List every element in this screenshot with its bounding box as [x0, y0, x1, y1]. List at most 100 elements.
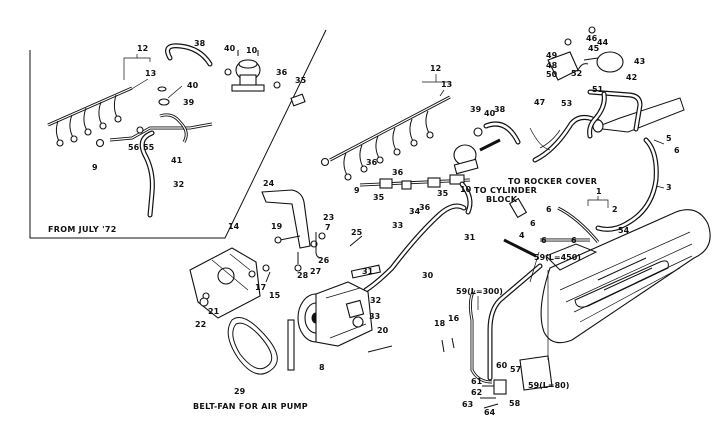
part-label: 59(L=450)	[534, 253, 581, 262]
part-label: 41	[171, 156, 183, 165]
part-label: 12	[430, 64, 441, 73]
part-label: 33	[392, 221, 403, 230]
part-label: 63	[462, 400, 473, 409]
part-label: 12	[137, 44, 148, 53]
relief-valve-assembly	[547, 26, 643, 139]
part-label: 32	[173, 180, 184, 189]
caption-from-july: FROM JULY '72	[48, 225, 117, 234]
part-label: 55	[143, 143, 155, 152]
part-label: 61	[471, 377, 483, 386]
part-label: 46	[586, 34, 598, 43]
part-label: 8	[319, 363, 325, 372]
part-label: 6	[571, 236, 577, 245]
main-check-valve	[453, 121, 521, 175]
part-label: 35	[437, 189, 449, 198]
part-label: 15	[269, 291, 281, 300]
part-label: 33	[369, 312, 380, 321]
part-label: 45	[588, 44, 600, 53]
bracket-24	[261, 189, 311, 249]
caption-to-rocker: TO ROCKER COVER	[508, 177, 597, 186]
part-label: 6	[530, 219, 536, 228]
part-label: 35	[295, 76, 307, 85]
part-label: 1	[596, 187, 602, 196]
part-label: 35	[373, 193, 385, 202]
part-label: 29	[234, 387, 246, 396]
inset-frame	[29, 29, 327, 239]
part-label: 59(L=300)	[456, 287, 503, 296]
part-label: 26	[318, 256, 330, 265]
part-label: 60	[496, 361, 508, 370]
fan-belt	[227, 317, 278, 375]
part-label: 42	[626, 73, 637, 82]
part-label: 2	[612, 205, 618, 214]
part-label: 38	[494, 105, 506, 114]
part-label: 22	[195, 320, 206, 329]
part-label: 24	[263, 179, 275, 188]
part-label: 16	[448, 314, 460, 323]
inset-injection-manifold	[47, 86, 133, 147]
part-label: 40	[224, 44, 236, 53]
part-label: 17	[255, 283, 266, 292]
part-label: 4	[519, 231, 525, 240]
part-label: 13	[441, 80, 452, 89]
part-label: 19	[271, 222, 283, 231]
part-label: 30	[422, 271, 434, 280]
inset-hoses	[95, 43, 213, 218]
part-label: 40	[484, 109, 496, 118]
caption-belt-fan: BELT-FAN FOR AIR PUMP	[193, 402, 308, 411]
part-label: 32	[370, 296, 381, 305]
part-label: 6	[541, 236, 547, 245]
part-label: 23	[323, 213, 334, 222]
main-injection-manifold	[320, 95, 451, 181]
part-label: 64	[484, 408, 496, 417]
bracket-14	[189, 247, 261, 319]
caption-to-cylinder: TO CYLINDER	[474, 186, 537, 195]
leader-lines	[123, 54, 665, 310]
part-label: 5	[666, 134, 672, 143]
air-hoses	[359, 174, 473, 293]
part-label: 27	[310, 267, 321, 276]
part-label: 18	[434, 319, 446, 328]
part-label: 36	[276, 68, 288, 77]
part-label: 47	[534, 98, 545, 107]
part-label: 36	[366, 158, 378, 167]
rocker-pipe	[529, 97, 685, 243]
part-label: 6	[546, 205, 552, 214]
part-label: 3	[666, 183, 672, 192]
part-label: 7	[325, 223, 331, 232]
part-label: 51	[592, 85, 604, 94]
part-label: 53	[561, 99, 572, 108]
part-label: 14	[228, 222, 240, 231]
part-label: 40	[187, 81, 199, 90]
part-label: 10	[460, 185, 472, 194]
part-label: 28	[297, 271, 309, 280]
air-cleaner	[519, 209, 711, 391]
vacuum-lines	[468, 197, 543, 409]
part-label: 21	[208, 307, 220, 316]
part-label: 59(L=80)	[528, 381, 569, 390]
part-label: 31	[464, 233, 476, 242]
part-label: 31	[362, 267, 374, 276]
part-label: 56	[128, 143, 140, 152]
part-label: 39	[470, 105, 482, 114]
part-label: 39	[183, 98, 195, 107]
inset-check-valve	[157, 50, 306, 107]
air-pump	[287, 264, 381, 371]
part-label: 36	[419, 203, 431, 212]
part-label: 62	[471, 388, 482, 397]
part-label: 9	[92, 163, 98, 172]
part-label: 34	[409, 207, 421, 216]
part-label: 57	[510, 365, 521, 374]
part-label: 48	[546, 61, 558, 70]
part-label: 52	[571, 69, 582, 78]
part-label: 44	[597, 38, 609, 47]
part-label: 20	[377, 326, 389, 335]
part-label: 25	[351, 228, 363, 237]
part-label: 10	[246, 46, 258, 55]
part-label: 36	[392, 168, 404, 177]
part-label: 6	[674, 146, 680, 155]
part-label: 38	[194, 39, 206, 48]
part-label: 49	[546, 51, 558, 60]
